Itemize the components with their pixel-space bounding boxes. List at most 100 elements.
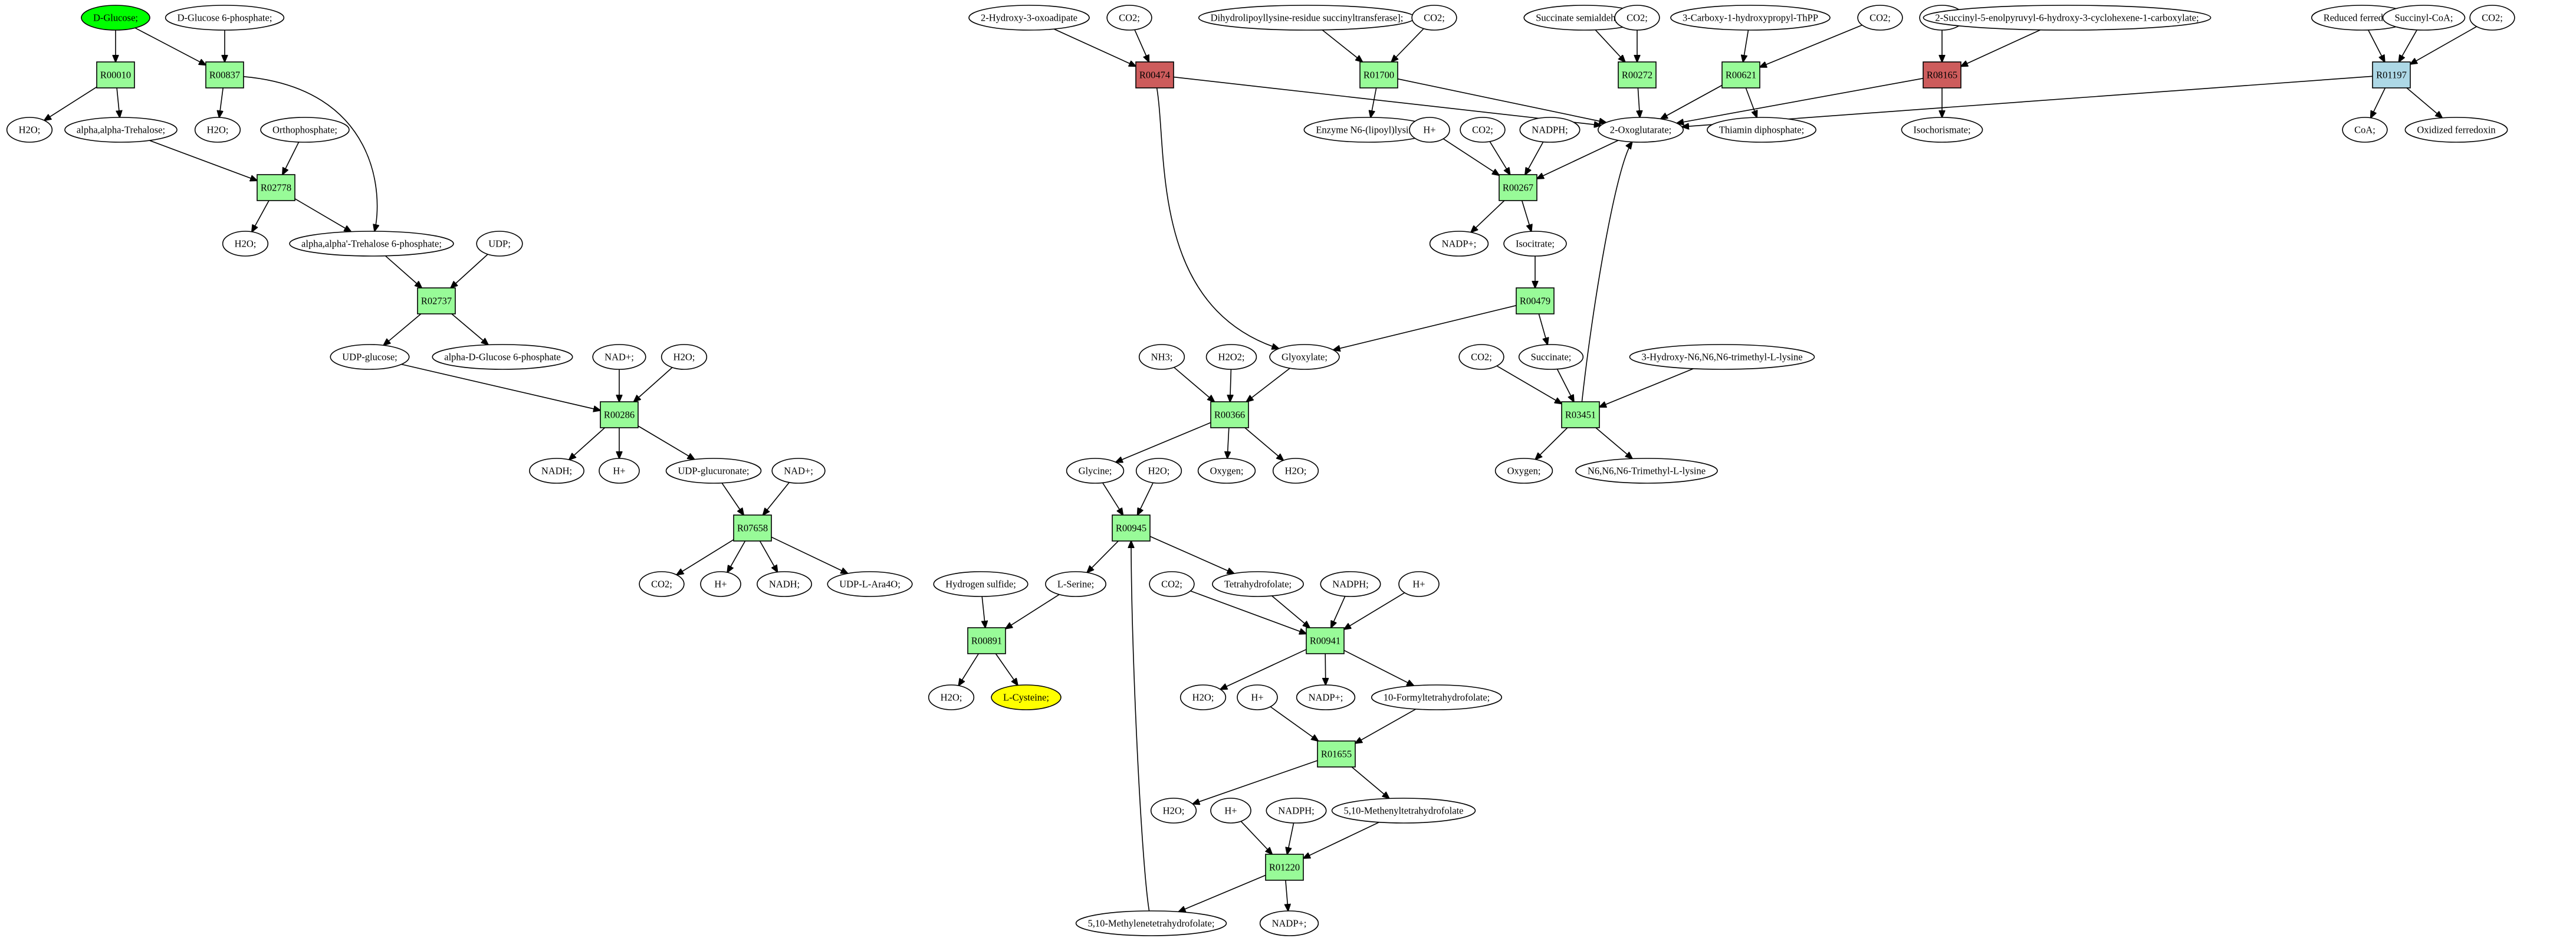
compound-node-nadph[interactable]: NADPH; [1320, 571, 1381, 597]
reaction-node-r01700[interactable]: R01700 [1359, 61, 1398, 88]
compound-ellipse [639, 571, 685, 597]
compound-node-10-formyltetrahydrofolate[interactable]: 10-Formyltetrahydrofolate; [1371, 684, 1503, 710]
compound-node-co2[interactable]: CO2; [1149, 571, 1195, 597]
compound-node-nadph[interactable]: NADPH; [1266, 798, 1327, 824]
compound-node-h2o[interactable]: H2O; [1179, 684, 1227, 710]
reaction-node-r01655[interactable]: R01655 [1317, 740, 1356, 768]
reaction-node-r00941[interactable]: R00941 [1306, 627, 1345, 654]
compound-node-co2[interactable]: CO2; [1458, 344, 1504, 370]
compound-node-udp-glucose[interactable]: UDP-glucose; [330, 344, 410, 370]
reaction-node-r02737[interactable]: R02737 [417, 287, 456, 314]
reaction-node-r00286[interactable]: R00286 [600, 401, 639, 428]
compound-node-h2o[interactable]: H2O; [928, 684, 975, 710]
compound-node-thiamin-diphosphate[interactable]: Thiamin diphosphate; [1707, 117, 1816, 143]
node-label: alpha-D-Glucose 6-phosphate [444, 352, 560, 363]
compound-node-h2o[interactable]: H2O; [6, 117, 53, 143]
compound-node-2-succinyl-5-enolpyruvyl-6-hydroxy-3-cyclohexene-1-carboxylate[interactable]: 2-Succinyl-5-enolpyruvyl-6-hydroxy-3-cyc… [1923, 5, 2212, 31]
compound-node-2-hydroxy-3-oxoadipate[interactable]: 2-Hydroxy-3-oxoadipate [968, 5, 1090, 31]
compound-node-h[interactable]: H+ [1398, 571, 1440, 597]
compound-node-isocitrate[interactable]: Isocitrate; [1503, 231, 1567, 257]
compound-node-d-glucose[interactable]: D-Glucose; [81, 5, 150, 31]
compound-node-succinate[interactable]: Succinate; [1518, 344, 1584, 370]
compound-node-h[interactable]: H+ [1237, 684, 1278, 710]
reaction-node-r00945[interactable]: R00945 [1112, 514, 1151, 542]
reaction-node-r00621[interactable]: R00621 [1721, 61, 1760, 88]
compound-node-co2[interactable]: CO2; [1857, 5, 1903, 31]
compound-node-co2[interactable]: CO2; [1614, 5, 1660, 31]
compound-node-alpha-alpha-trehalose[interactable]: alpha,alpha-Trehalose; [64, 117, 178, 143]
compound-node-nh3[interactable]: NH3; [1138, 344, 1185, 370]
reaction-node-r00272[interactable]: R00272 [1618, 61, 1657, 88]
node-label: UDP-L-Ara4O; [839, 579, 901, 590]
compound-node-hydrogen-sulfide[interactable]: Hydrogen sulfide; [933, 571, 1029, 597]
compound-node-2-oxoglutarate[interactable]: 2-Oxoglutarate; [1597, 117, 1684, 143]
compound-node-co2[interactable]: CO2; [639, 571, 685, 597]
reaction-node-r00474[interactable]: R00474 [1135, 61, 1174, 88]
compound-ellipse [2382, 5, 2466, 31]
compound-node-dihydrolipoyllysine-residue-succinyltransferase[interactable]: Dihydrolipoyllysine-residue succinyltran… [1198, 5, 1416, 31]
compound-node-h2o[interactable]: H2O; [1272, 458, 1319, 484]
compound-node-oxygen[interactable]: Oxygen; [1494, 458, 1553, 484]
compound-node-enzyme-n6-lipoyl-lysine[interactable]: Enzyme N6-(lipoyl)lysine; [1303, 117, 1433, 143]
compound-node-h2o[interactable]: H2O; [1135, 458, 1182, 484]
compound-node-l-cysteine[interactable]: L-Cysteine; [991, 684, 1062, 710]
compound-node-reduced-ferredoxin[interactable]: Reduced ferredoxin [2311, 5, 2413, 31]
compound-node-nadp[interactable]: NADP+; [1259, 910, 1319, 936]
compound-node-h2o[interactable]: H2O; [194, 117, 241, 143]
compound-node-nadp[interactable]: NADP+; [1296, 684, 1356, 710]
compound-node-alpha-alpha-trehalose-6-phosphate[interactable]: alpha,alpha'-Trehalose 6-phosphate; [289, 231, 454, 257]
compound-node-succinate-semialdehyde[interactable]: Succinate semialdehyde; [1523, 5, 1645, 31]
reaction-node-r00837[interactable]: R00837 [205, 61, 244, 88]
compound-node-udp[interactable]: UDP; [476, 231, 523, 257]
compound-node-h2o2[interactable]: H2O2; [1205, 344, 1257, 370]
compound-node-h2o[interactable]: H2O; [661, 344, 708, 370]
compound-node-5-10-methylenetetrahydrofolate[interactable]: 5,10-Methylenetetrahydrofolate; [1075, 910, 1227, 936]
reaction-node-r07658[interactable]: R07658 [733, 514, 772, 542]
reaction-node-r02778[interactable]: R02778 [257, 174, 295, 201]
compound-node-co2[interactable]: CO2; [2469, 5, 2515, 31]
compound-node-h2o[interactable]: H2O; [1150, 798, 1197, 824]
compound-node-succinyl-coa[interactable]: Succinyl-CoA; [2382, 5, 2466, 31]
compound-node-nadh[interactable]: NADH; [757, 571, 812, 597]
compound-node-glyoxylate[interactable]: Glyoxylate; [1269, 344, 1340, 370]
compound-node-h[interactable]: H+ [1210, 798, 1251, 824]
compound-node-5-10-methenyltetrahydrofolate[interactable]: 5,10-Methenyltetrahydrofolate [1331, 798, 1476, 824]
compound-node-n6-n6-n6-trimethyl-l-lysine[interactable]: N6,N6,N6-Trimethyl-L-lysine [1575, 458, 1718, 484]
reaction-node-r00479[interactable]: R00479 [1516, 287, 1555, 314]
reaction-node-r00366[interactable]: R00366 [1210, 401, 1249, 428]
reaction-node-r01197[interactable]: R01197 [2372, 61, 2411, 88]
compound-node-3-hydroxy-n6-n6-n6-trimethyl-l-lysine[interactable]: 3-Hydroxy-N6,N6,N6-trimethyl-L-lysine [1629, 344, 1815, 370]
compound-node-orthophosphate[interactable]: Orthophosphate; [260, 117, 350, 143]
compound-node-coa[interactable]: CoA; [2342, 117, 2388, 143]
compound-node-glycine[interactable]: Glycine; [1066, 458, 1125, 484]
compound-node-co2[interactable]: CO2; [1106, 5, 1152, 31]
compound-node-udp-glucuronate[interactable]: UDP-glucuronate; [665, 458, 762, 484]
compound-node-nadh[interactable]: NADH; [529, 458, 584, 484]
reaction-node-r03451[interactable]: R03451 [1561, 401, 1600, 428]
reaction-node-r08165[interactable]: R08165 [1923, 61, 1961, 88]
compound-node-oxygen[interactable]: Oxygen; [1197, 458, 1256, 484]
compound-node-nadp[interactable]: NADP+; [1429, 231, 1489, 257]
compound-node-d-glucose-6-phosphate[interactable]: D-Glucose 6-phosphate; [165, 5, 285, 31]
reaction-node-r01220[interactable]: R01220 [1265, 854, 1304, 881]
compound-node-nad[interactable]: NAD+; [771, 458, 826, 484]
reaction-node-r00267[interactable]: R00267 [1499, 174, 1537, 201]
compound-node-nad[interactable]: NAD+; [592, 344, 646, 370]
compound-node-oxidized-ferredoxin[interactable]: Oxidized ferredoxin [2404, 117, 2508, 143]
compound-node-3-carboxy-1-hydroxypropyl-thpp[interactable]: 3-Carboxy-1-hydroxypropyl-ThPP [1670, 5, 1831, 31]
compound-node-nadph[interactable]: NADPH; [1519, 117, 1581, 143]
reaction-node-r00891[interactable]: R00891 [967, 627, 1006, 654]
reaction-node-r00010[interactable]: R00010 [96, 61, 135, 88]
compound-node-h2o[interactable]: H2O; [222, 231, 269, 257]
compound-ellipse [1518, 344, 1584, 370]
compound-node-co2[interactable]: CO2; [1460, 117, 1506, 143]
compound-node-udp-l-ara4o[interactable]: UDP-L-Ara4O; [827, 571, 913, 597]
compound-node-h[interactable]: H+ [1409, 117, 1450, 143]
compound-node-isochorismate[interactable]: Isochorismate; [1901, 117, 1983, 143]
compound-node-h[interactable]: H+ [700, 571, 741, 597]
compound-node-h[interactable]: H+ [599, 458, 640, 484]
compound-node-alpha-d-glucose-6-phosphate[interactable]: alpha-D-Glucose 6-phosphate [432, 344, 573, 370]
compound-node-l-serine[interactable]: L-Serine; [1045, 571, 1106, 597]
compound-node-tetrahydrofolate[interactable]: Tetrahydrofolate; [1212, 571, 1304, 597]
compound-node-co2[interactable]: CO2; [1411, 5, 1457, 31]
